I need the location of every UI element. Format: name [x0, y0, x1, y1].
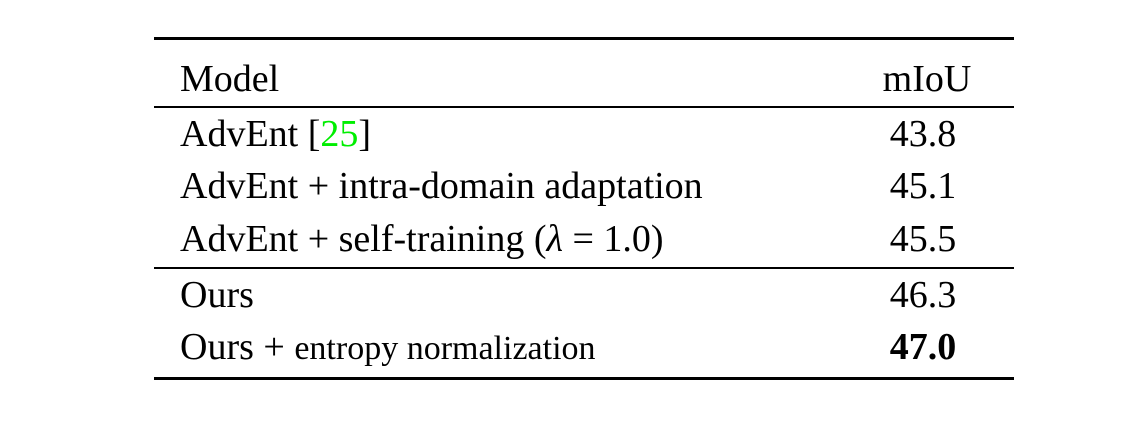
table-row-ours: Ours 46.3: [154, 269, 1014, 321]
formula-value: = 1.0: [562, 218, 651, 260]
model-text: AdvEnt + self-training: [180, 218, 534, 260]
header-row: Model mIoU: [154, 40, 1014, 106]
citation-link[interactable]: 25: [320, 113, 359, 155]
model-cell: Ours + entropy normalization: [180, 321, 596, 375]
formula-lambda: λ: [546, 218, 563, 260]
model-text-suffix: ]: [358, 113, 372, 155]
miou-cell: 46.3: [889, 274, 957, 316]
header-rule: [154, 106, 1014, 108]
model-cell: AdvEnt + intra-domain adaptation: [180, 165, 703, 207]
table-row-ours-entropy: Ours + entropy normalization 47.0: [154, 321, 1014, 377]
miou-cell: 45.1: [889, 165, 957, 207]
table-row-self-training: AdvEnt + self-training (λ = 1.0) 45.5: [154, 213, 1014, 267]
header-miou: mIoU: [882, 58, 972, 100]
group-rule: [154, 267, 1014, 269]
formula-open-paren: (: [533, 218, 547, 260]
miou-cell-best: 47.0: [889, 326, 957, 368]
model-text: AdvEnt [: [180, 113, 321, 155]
miou-cell: 45.5: [889, 218, 957, 260]
miou-cell: 43.8: [889, 113, 957, 155]
table-row-intra-domain: AdvEnt + intra-domain adaptation 45.1: [154, 160, 1014, 213]
top-rule: [154, 37, 1014, 40]
model-cell: AdvEnt + self-training (λ = 1.0): [180, 213, 664, 266]
model-text: Ours +: [180, 326, 295, 368]
model-cell: Ours: [180, 274, 254, 316]
formula-close-paren: ): [650, 218, 664, 260]
formula: (λ = 1.0): [534, 218, 664, 260]
bottom-rule: [154, 377, 1014, 380]
table-row-advent: AdvEnt [25] 43.8: [154, 108, 1014, 160]
results-table: Model mIoU AdvEnt [25] 43.8 AdvEnt + int…: [154, 37, 1014, 380]
model-text-small: entropy normalization: [294, 330, 596, 367]
model-cell: AdvEnt [25]: [180, 108, 371, 161]
header-model: Model: [180, 58, 280, 100]
